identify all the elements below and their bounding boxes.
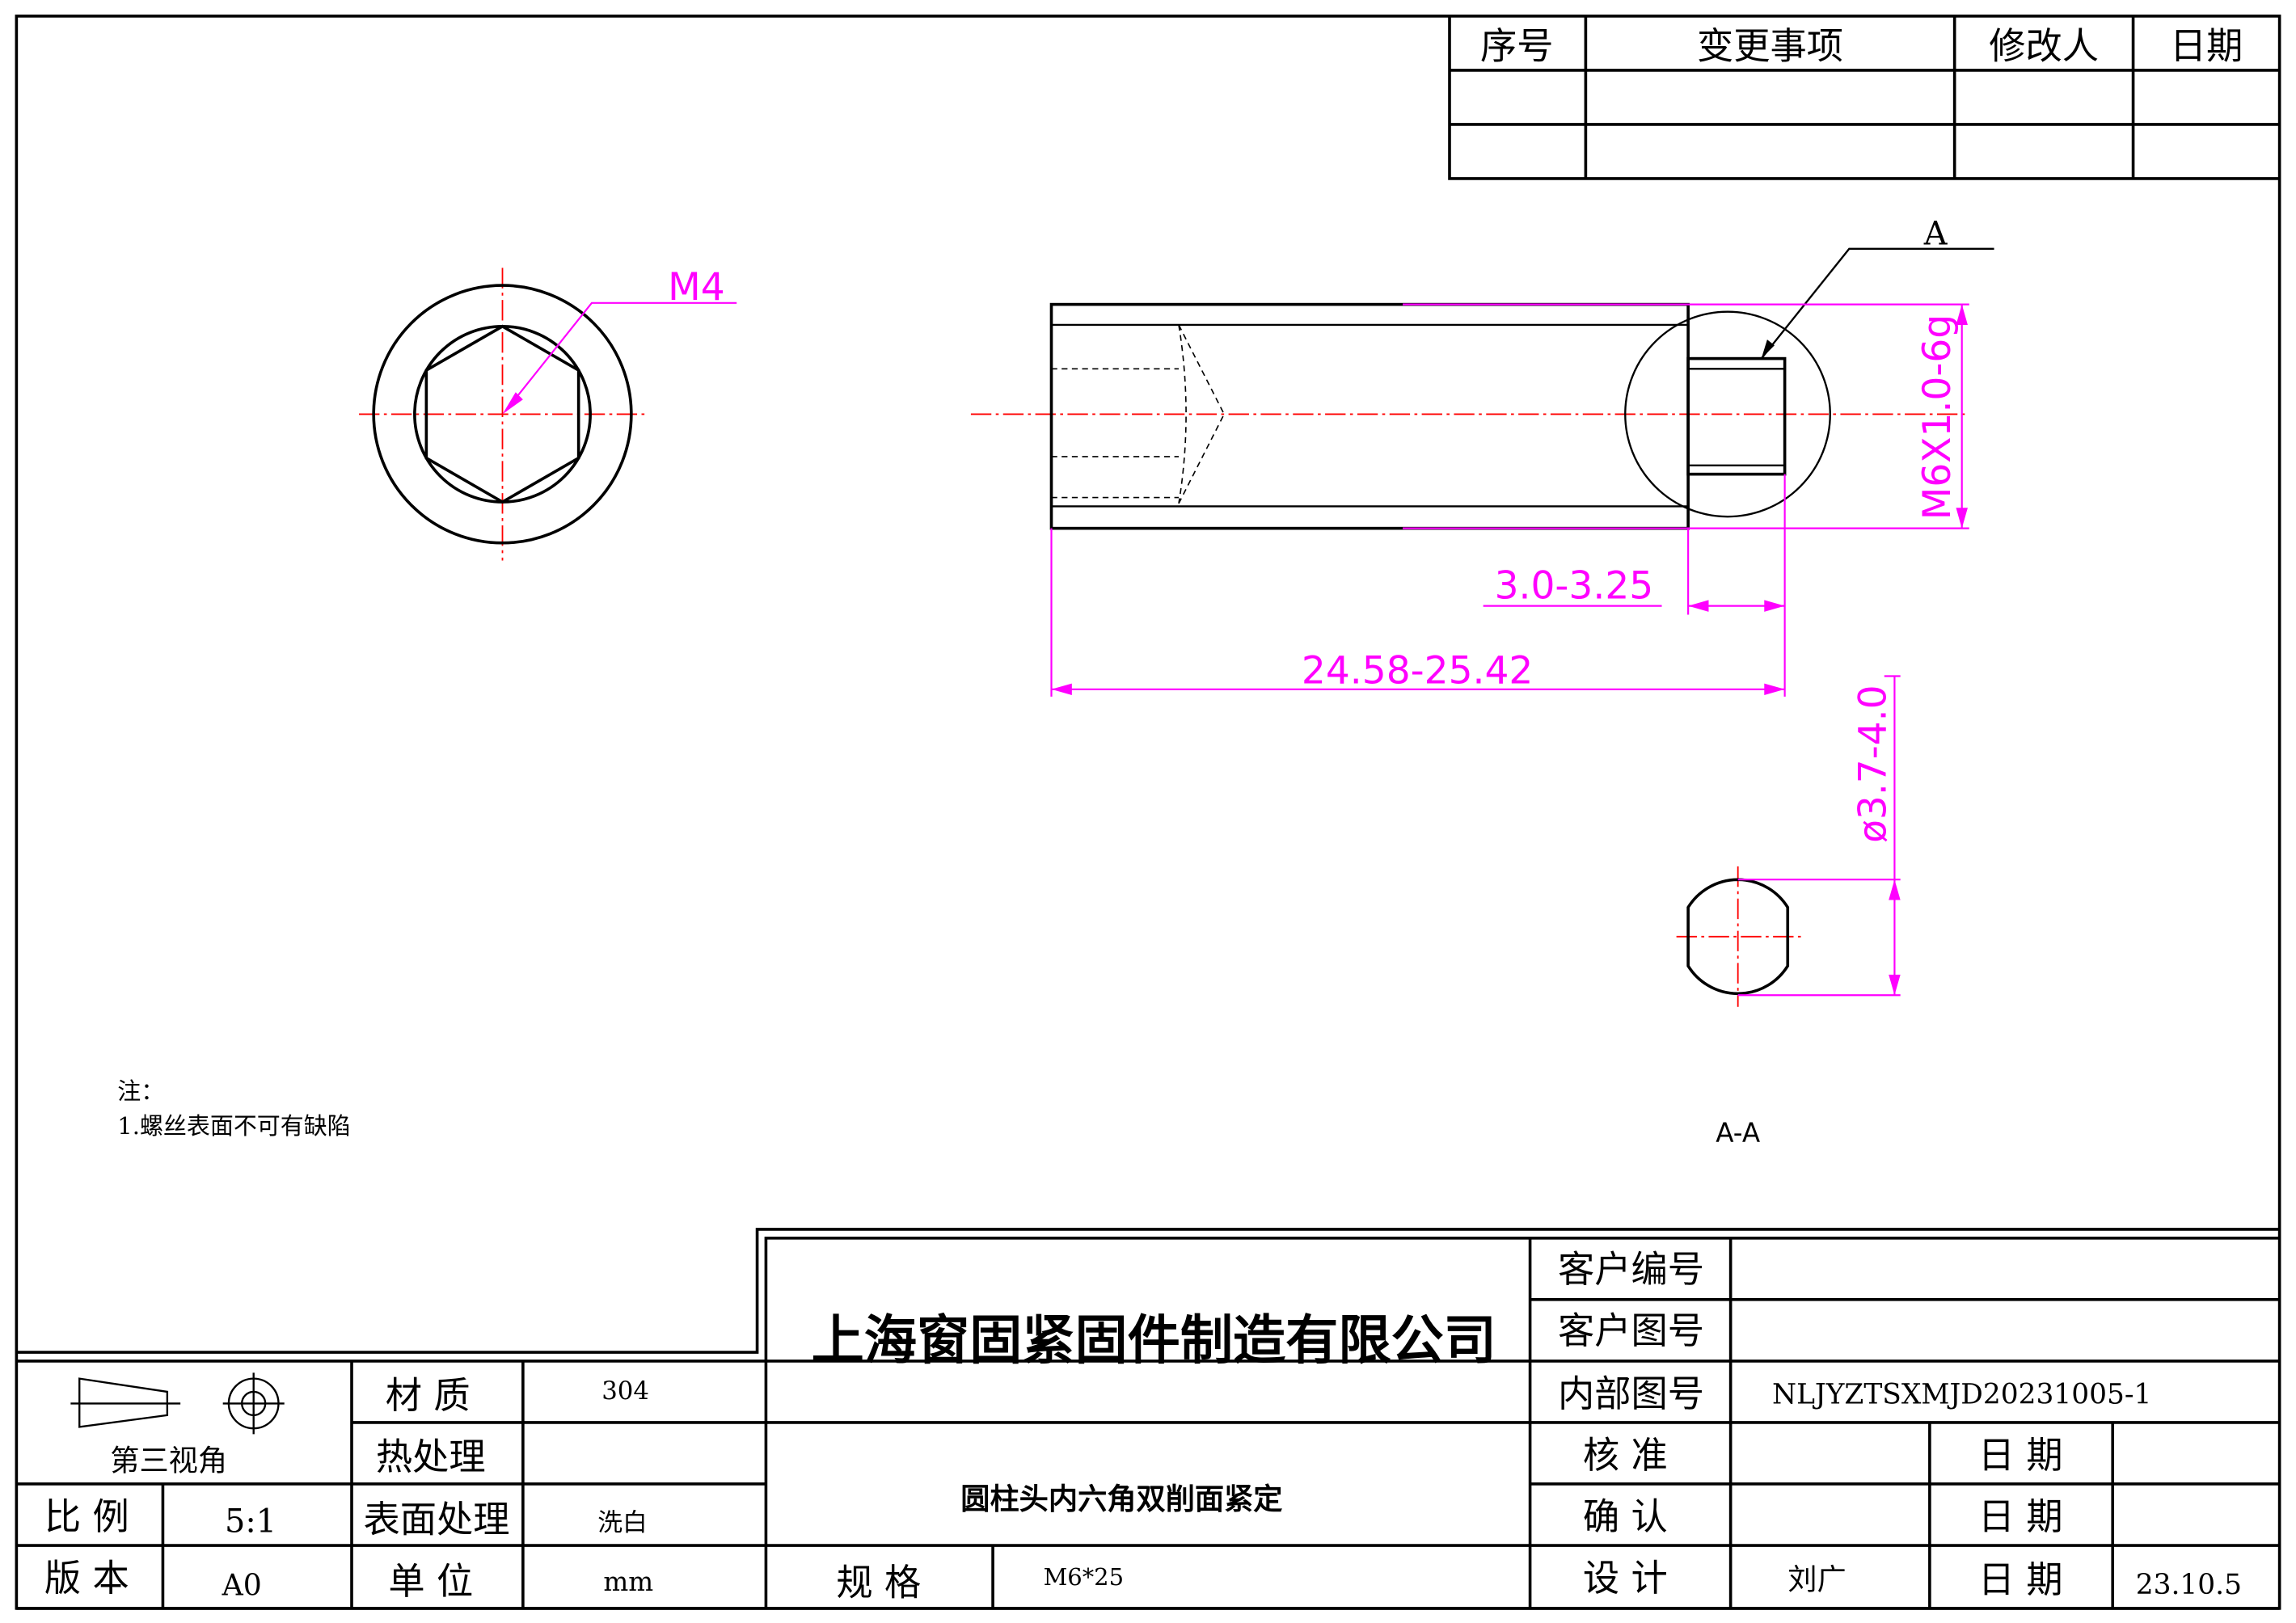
designer-value: 刘广 <box>1787 1562 1846 1596</box>
side-view: A <box>970 215 1994 530</box>
customer-drawing-label: 客户图号 <box>1558 1309 1704 1352</box>
surface-value: 洗白 <box>597 1508 648 1537</box>
spec-label: 规 格 <box>836 1562 921 1604</box>
revision-table: 序号 变更事项 修改人 日期 <box>1448 15 2280 180</box>
surface-label: 表面处理 <box>364 1499 510 1541</box>
approve-label: 核 准 <box>1583 1434 1668 1477</box>
scale-value: 5:1 <box>225 1503 276 1541</box>
design-label: 设 计 <box>1583 1557 1668 1600</box>
confirm-date-label: 日 期 <box>1978 1495 2063 1538</box>
projection-label: 第三视角 <box>110 1444 227 1478</box>
section-view: ø3.7-4.0 A-A <box>1676 675 1901 1148</box>
version-value: A0 <box>222 1568 262 1603</box>
thread-callout: M4 <box>668 265 725 310</box>
spec-value: M6*25 <box>1044 1563 1124 1591</box>
internal-drawing-label: 内部图号 <box>1558 1372 1704 1415</box>
notes-title: 注： <box>117 1077 164 1105</box>
thread-spec-dim: M6X1.0-6g <box>1915 314 1960 520</box>
part-name: 圆柱头内六角双削面紧定 <box>960 1482 1282 1516</box>
dimensions: M6X1.0-6g 3.0-3.25 24.58-25.42 <box>1050 303 1969 697</box>
end-view: M4 <box>359 265 737 561</box>
approve-date-label: 日 期 <box>1978 1434 2063 1477</box>
unit-value: mm <box>603 1566 653 1597</box>
third-angle-projection-icon <box>70 1372 285 1435</box>
confirm-label: 确 认 <box>1583 1495 1668 1538</box>
internal-drawing-value: NLJYZTSXMJD20231005-1 <box>1772 1378 2151 1410</box>
rev-header-change: 变更事项 <box>1697 24 1843 67</box>
customer-no-label: 客户编号 <box>1558 1248 1704 1291</box>
section-marker: A <box>1923 215 1948 252</box>
rev-header-no: 序号 <box>1480 24 1554 67</box>
company-name: 上海窗固紧固件制造有限公司 <box>812 1309 1496 1371</box>
version-label: 版 本 <box>44 1557 129 1600</box>
rev-header-editor: 修改人 <box>1989 24 2099 67</box>
material-value: 304 <box>601 1376 649 1406</box>
tip-diameter-dim: ø3.7-4.0 <box>1851 685 1896 842</box>
heat-treatment-label: 热处理 <box>376 1435 486 1478</box>
section-label: A-A <box>1716 1117 1761 1148</box>
title-block: 第三视角 材 质 304 热处理 表面处理 洗白 单 位 mm 比 例 5:1 … <box>16 1228 2280 1610</box>
unit-label: 单 位 <box>388 1560 473 1603</box>
note-item: 1.螺丝表面不可有缺陷 <box>117 1112 350 1140</box>
design-date-value: 23.10.5 <box>2136 1569 2242 1601</box>
total-length-dim: 24.58-25.42 <box>1302 649 1533 693</box>
scale-label: 比 例 <box>44 1495 129 1538</box>
rev-header-date: 日期 <box>2170 24 2243 67</box>
tip-length-dim: 3.0-3.25 <box>1495 564 1654 609</box>
design-date-label: 日 期 <box>1978 1558 2063 1601</box>
material-label: 材 质 <box>386 1374 471 1417</box>
